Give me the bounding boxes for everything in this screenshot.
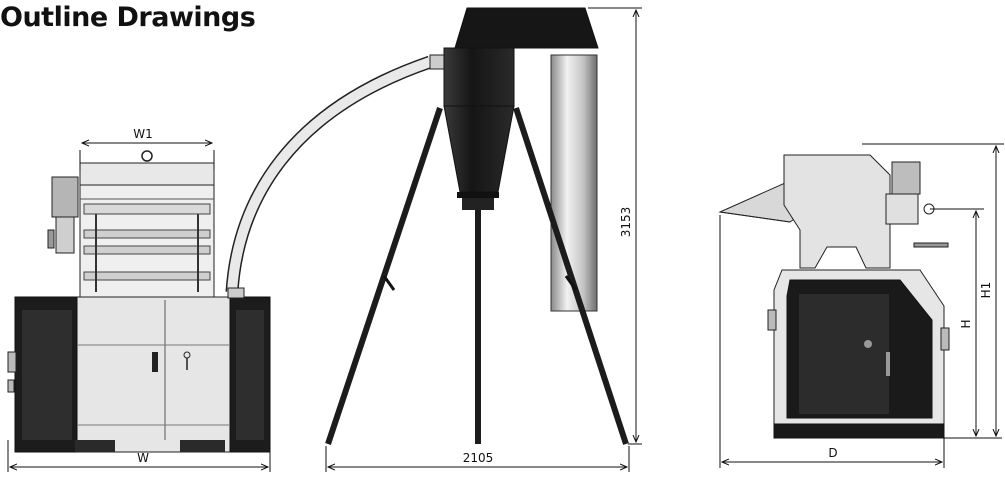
w1-label: W1 bbox=[133, 127, 153, 141]
w-label: W bbox=[137, 451, 149, 465]
page-title: Outline Drawings bbox=[0, 2, 256, 33]
height-total-label: 3153 bbox=[619, 207, 633, 238]
latch-icon bbox=[864, 340, 872, 348]
d-label: D bbox=[828, 446, 837, 460]
hopper-side bbox=[783, 154, 891, 269]
cyclone-separator bbox=[325, 7, 629, 445]
side-motor bbox=[891, 161, 921, 195]
dimension-lines: W1 W 2105 3153 D H bbox=[7, 7, 1004, 472]
hopper-top bbox=[79, 162, 215, 186]
cyclone-barrel bbox=[443, 47, 515, 107]
h-label: H bbox=[959, 319, 973, 328]
motor-body bbox=[51, 176, 79, 218]
side-view-granulator bbox=[718, 154, 950, 439]
conveying-hose bbox=[225, 54, 447, 299]
h1-label: H1 bbox=[979, 282, 993, 299]
cyclone-hood bbox=[454, 7, 599, 49]
door-handle bbox=[152, 352, 158, 372]
cyclone-cone bbox=[443, 105, 515, 193]
lifting-eye-icon bbox=[141, 150, 153, 162]
front-view-granulator bbox=[7, 150, 271, 453]
filter-sock bbox=[550, 54, 598, 312]
side-base-plinth bbox=[773, 423, 945, 439]
width-total-label: 2105 bbox=[463, 451, 494, 465]
stand-leg-right bbox=[513, 107, 629, 445]
motor-shaft-housing bbox=[55, 216, 75, 254]
